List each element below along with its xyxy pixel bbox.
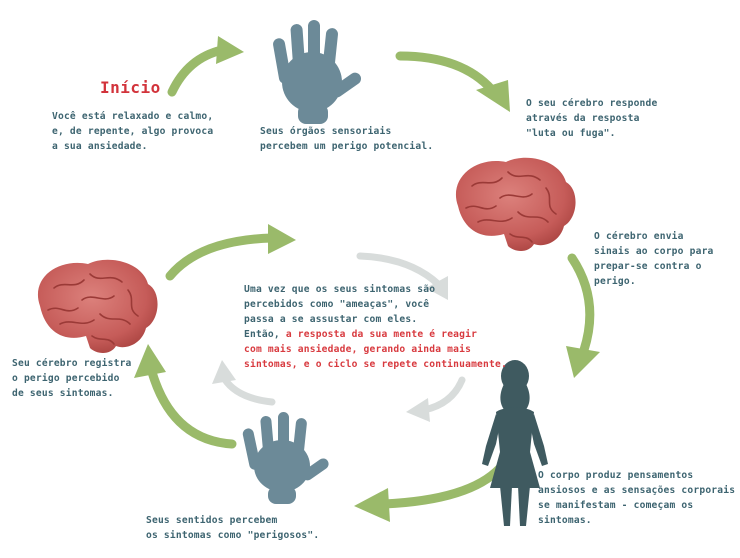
arrow-senses-to-brain-left — [134, 344, 237, 449]
center-line-4-red: a resposta da sua mente é reagir — [285, 329, 478, 340]
brain-icon — [455, 157, 576, 251]
center-line-4: Então, a resposta da sua mente é reagir — [244, 327, 507, 342]
center-line-6: sintomas, e o ciclo se repete continuame… — [244, 359, 507, 370]
arrow-inner-right — [406, 376, 466, 422]
outer-cycle-arrows — [134, 36, 600, 522]
center-line-5: com mais ansiedade, gerando ainda mais — [244, 344, 472, 355]
arrow-brain-to-body — [566, 253, 600, 378]
step-senses-symptoms: Seus sentidos percebem os sintomas como … — [146, 515, 320, 541]
woman-silhouette-icon — [482, 360, 548, 526]
arrow-start-to-senses — [167, 36, 244, 97]
arrow-senses-to-brain — [395, 51, 510, 112]
hand-icon — [242, 412, 329, 504]
start-text: Você está relaxado e calmo, e, de repent… — [52, 111, 214, 152]
hand-icon — [273, 20, 362, 124]
center-explanation: Uma vez que os seus sintomas são percebi… — [244, 282, 507, 372]
step-brain-signals: O cérebro envia sinais ao corpo para pre… — [594, 231, 714, 287]
center-line-4-plain: Então, — [244, 329, 286, 340]
step-brain-response: O seu cérebro responde através da respos… — [526, 98, 658, 139]
step-brain-registers: Seu cérebro registra o perigo percebido … — [12, 358, 132, 399]
brain-icon — [37, 259, 158, 353]
arrow-brain-to-center — [165, 224, 296, 281]
inner-cycle-arrows — [212, 252, 466, 422]
start-title: Início — [100, 78, 161, 97]
arrow-inner-left — [212, 360, 276, 406]
arrow-body-to-senses — [354, 463, 505, 522]
center-line-1: Uma vez que os seus sintomas são — [244, 284, 436, 295]
arrow-inner-top — [356, 252, 448, 300]
step-body: O corpo produz pensamentos ansiosos e as… — [538, 470, 736, 526]
step-senses: Seus órgãos sensoriais percebem um perig… — [260, 126, 434, 152]
center-line-2: percebidos como "ameaças", você — [244, 299, 430, 310]
center-line-3: passa a se assustar com eles. — [244, 314, 418, 325]
